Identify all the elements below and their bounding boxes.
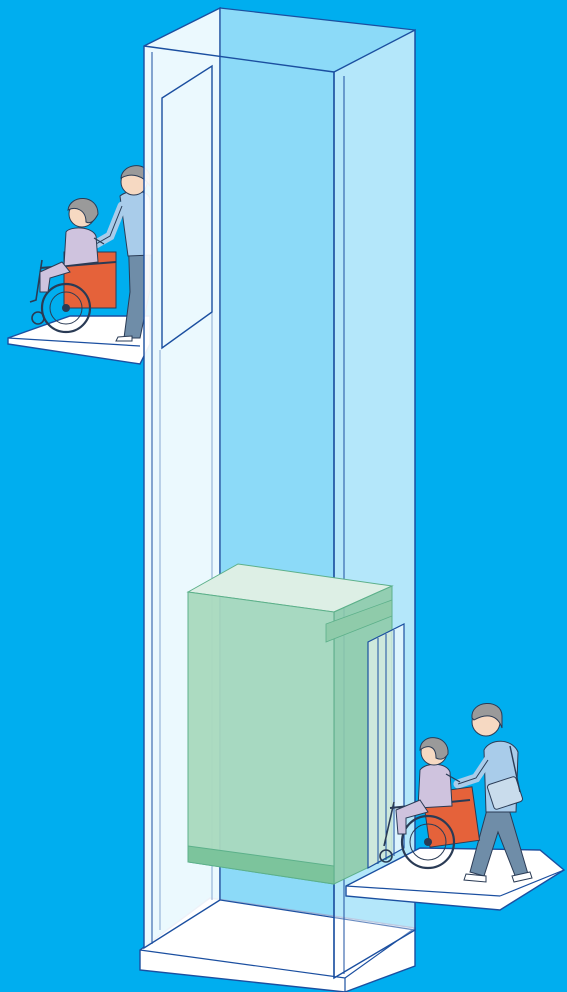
upper-wheelchair-group — [30, 166, 152, 341]
elevator-cab-icon — [188, 564, 404, 884]
wheelchair-user-icon — [30, 198, 116, 332]
